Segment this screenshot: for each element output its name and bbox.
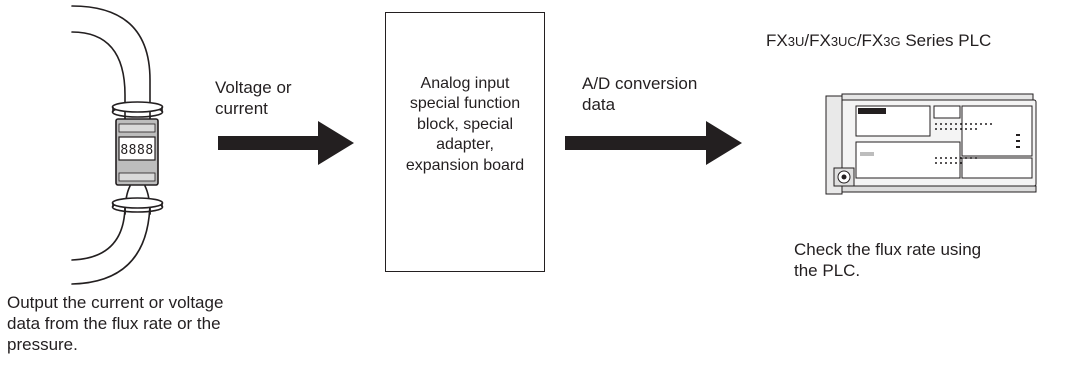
arrow1-label: Voltage or current (215, 78, 292, 118)
plc-title-sub2: 3UC (830, 34, 857, 49)
plc-title-sep1: /FX (804, 31, 831, 50)
plc-title-sep2: /FX (856, 31, 884, 50)
sensor-caption: Output the current or voltage data from … (7, 293, 224, 354)
flow-sensor-illustration: 8888 (71, 5, 164, 285)
sensor-display (118, 136, 156, 161)
plc-title-sub1: 3U (787, 34, 805, 49)
arrow2-label: A/D conversion data (582, 74, 698, 114)
clamp-ring-top (111, 101, 164, 118)
analog-input-block-label: Analog input special function block, spe… (405, 74, 525, 174)
sensor-display-digits: 8888 (120, 143, 153, 158)
pipe-inner-bottom (71, 204, 126, 261)
plc-title-sub3: 3G (883, 34, 901, 49)
clamp-ring-bottom (111, 197, 164, 213)
plc-caption: Check the flux rate using the PLC. (794, 240, 982, 280)
sensor-body: 8888 (115, 118, 159, 186)
analog-input-block: Analog input special function block, spe… (385, 12, 545, 272)
plc-title-suffix: Series PLC (900, 31, 992, 50)
plc-title-fx1: FX (766, 31, 788, 50)
plc-title: FX3U/FX3UC/FX3G Series PLC (766, 30, 1079, 52)
pipe-outer-top (71, 5, 151, 119)
pipe-inner-top (71, 31, 126, 119)
arrow-ad-data (565, 121, 742, 165)
